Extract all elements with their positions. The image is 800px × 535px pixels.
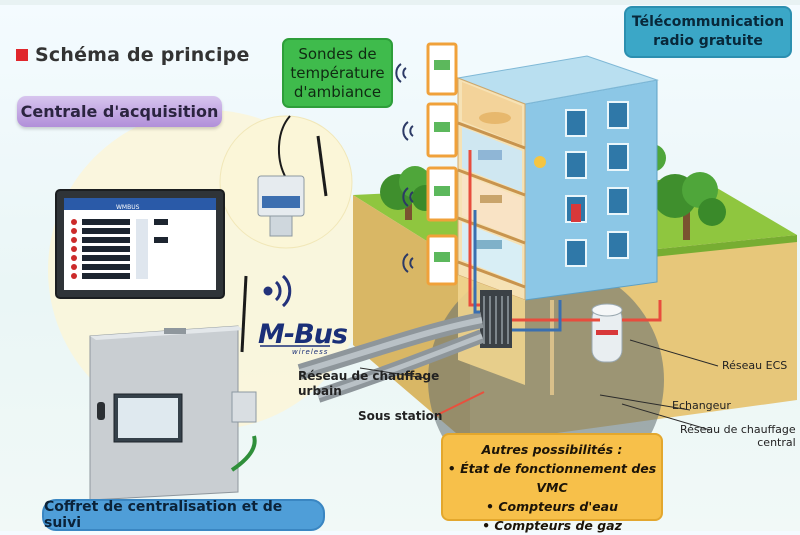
page-title-text: Schéma de principe	[35, 44, 250, 66]
title-bullet-icon	[16, 49, 28, 61]
sensors-label-line1: Sondes de	[298, 44, 377, 63]
telecom-label: Télécommunication radio gratuite	[624, 6, 792, 58]
reseau-chauffage-line1: Réseau de chauffage	[298, 369, 440, 383]
mbus-logo-sub: wireless	[292, 348, 329, 356]
reseau-ecs-label: Réseau ECS	[722, 359, 788, 372]
hot-water-tank	[591, 303, 623, 363]
radio-waves	[263, 274, 292, 308]
echangeur-label: Echangeur	[672, 399, 731, 412]
room-sensors	[395, 42, 458, 286]
autres-item: • État de fonctionnement des VMC	[447, 461, 657, 495]
reseau-central-line2: central	[757, 436, 796, 449]
leader-lines	[359, 339, 719, 431]
telecom-label-line1: Télécommunication	[631, 14, 785, 30]
telecom-label-line2: radio gratuite	[653, 33, 763, 49]
autres-item: • Compteurs d'eau	[486, 499, 618, 514]
screen-header-text: WMBUS	[116, 204, 140, 211]
reseau-central-line1: Réseau de chauffage	[680, 423, 796, 436]
heat-exchanger	[480, 290, 512, 348]
pipes	[297, 150, 662, 403]
sensors-label-line2: température	[290, 63, 385, 82]
reseau-chauffage-urbain-label: Réseau de chauffage urbain	[298, 369, 439, 399]
acquisition-screen	[55, 189, 225, 299]
coffret-cabinet	[89, 275, 257, 501]
page-title: Schéma de principe	[16, 44, 250, 66]
reseau-central-label: Réseau de chauffage central	[680, 423, 796, 449]
sensors-label: Sondes de température d'ambiance	[282, 38, 393, 108]
mbus-logo: M-Bus	[258, 319, 348, 350]
acquisition-label: Centrale d'acquisition	[17, 96, 222, 127]
autres-title: Autres possibilités :	[481, 442, 623, 457]
top-strip	[0, 0, 800, 5]
coffret-label: Coffret de centralisation et de suivi	[42, 499, 325, 531]
autres-item: • Compteurs de gaz	[482, 518, 622, 533]
autres-possibilites-box: Autres possibilités : • État de fonction…	[441, 433, 663, 533]
sous-station-label: Sous station	[358, 409, 443, 423]
reseau-chauffage-line2: urbain	[298, 384, 342, 398]
sensors-label-line3: d'ambiance	[293, 82, 382, 101]
wireless-receiver	[257, 115, 328, 237]
